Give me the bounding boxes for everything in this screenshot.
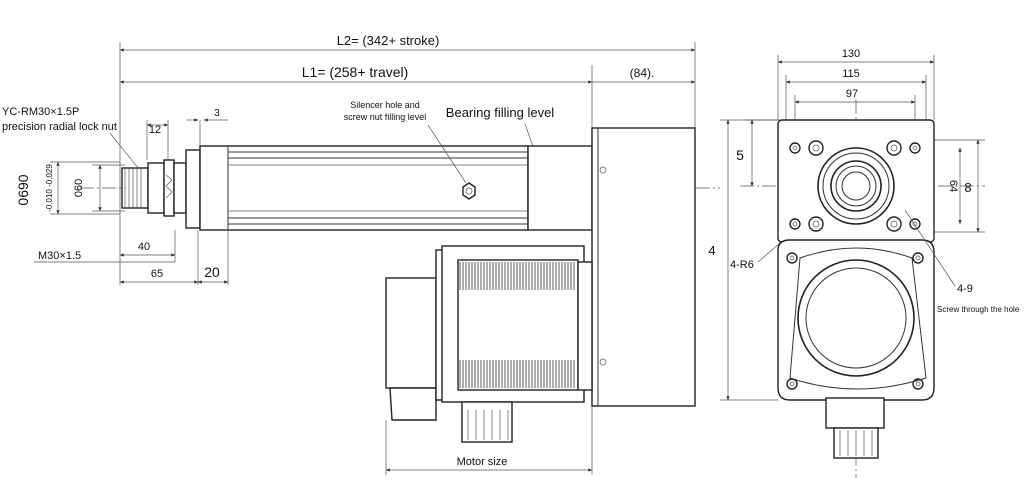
motor-body <box>385 245 593 443</box>
actuator-tube <box>199 145 529 231</box>
dim-60: 060 <box>73 179 85 197</box>
dim-84: (84). <box>630 66 655 80</box>
dim-130: 130 <box>842 48 860 60</box>
dim-l2: L2= (342+ stroke) <box>337 33 440 48</box>
dim-64: 64 <box>947 180 959 192</box>
label-4-9: 4-9 <box>957 283 973 295</box>
label-r6: 4-R6 <box>730 259 754 271</box>
dim-115: 115 <box>842 68 860 80</box>
rod-end <box>121 149 201 229</box>
label-bearing: Bearing filling level <box>446 105 555 120</box>
gearbox-housing <box>527 127 696 407</box>
dim-5: 5 <box>736 147 744 163</box>
silencer-hole <box>462 182 476 200</box>
dim-3: 3 <box>214 108 220 119</box>
dim-90: 0690 <box>15 174 31 205</box>
dim-4: 4 <box>708 243 715 258</box>
label-thread: M30×1.5 <box>38 250 81 262</box>
end-view: 130 115 97 4 5 8 64 <box>708 48 1020 478</box>
label-screw-through: Screw through the hole <box>937 305 1020 314</box>
dim-20: 20 <box>204 264 220 280</box>
side-view: L2= (342+ stroke) L1= (258+ travel) (84)… <box>2 33 720 475</box>
dim-12: 12 <box>149 124 161 136</box>
label-silencer-1: Silencer hole and <box>350 100 420 110</box>
label-silencer-2: screw nut filling level <box>344 112 427 122</box>
label-lock-nut-model: YC-RM30×1.5P <box>2 106 79 118</box>
dim-65: 65 <box>151 268 163 280</box>
dim-40: 40 <box>138 241 150 253</box>
dim-tolerance: -0.010 -0.029 <box>45 164 54 212</box>
label-motor-size: Motor size <box>457 456 508 468</box>
dim-l1: L1= (258+ travel) <box>302 64 409 80</box>
label-lock-nut-desc: precision radial lock nut <box>2 121 117 133</box>
dim-8: 8 <box>964 180 971 195</box>
dim-97: 97 <box>846 88 858 100</box>
